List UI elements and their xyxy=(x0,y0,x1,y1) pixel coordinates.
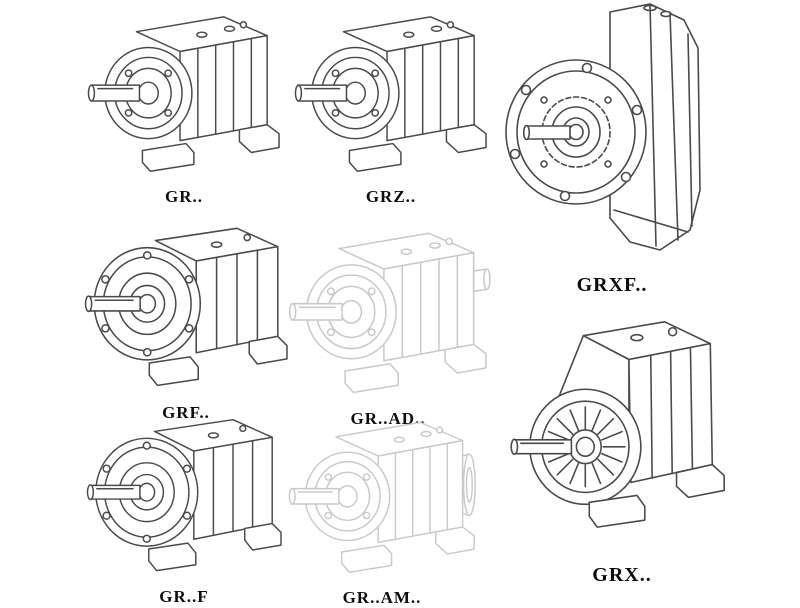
reducer-with-input-adapter-ghost-drawing xyxy=(288,232,491,394)
flange-foot-reducer-drawing xyxy=(84,227,288,387)
reducer-with-motor-flange-ghost-drawing xyxy=(288,421,476,573)
large-foot-mounted-reducer-drawing xyxy=(510,320,725,528)
figure-cell-gram: GR..AM.. xyxy=(286,408,478,608)
figure-cell-grxf: GRXF.. xyxy=(492,0,732,297)
figure-cell-grf: GRF.. xyxy=(84,212,288,423)
grx-label: GRX.. xyxy=(592,563,652,586)
gram-label: GR..AM.. xyxy=(342,587,422,607)
gr-label: GR.. xyxy=(165,187,203,207)
figure-cell-grz: GRZ.. xyxy=(292,2,490,207)
grz-label: GRZ.. xyxy=(365,187,417,207)
grad-label: GR..AD.. xyxy=(350,408,426,428)
figure-cell-grx: GRX.. xyxy=(498,296,746,587)
foot-mounted-reducer-drawing xyxy=(294,16,487,173)
figure-cell-grad: GR..AD.. xyxy=(286,218,491,429)
flange-mounted-reducer-front-drawing xyxy=(505,3,701,251)
grf-label: GRF.. xyxy=(162,402,210,422)
flange-foot-reducer-drawing xyxy=(86,418,282,572)
grxf-label: GRXF.. xyxy=(576,274,648,296)
foot-mounted-reducer-drawing xyxy=(87,16,280,173)
figure-cell-gr: GR.. xyxy=(85,2,283,207)
figure-cell-grf2: GR..F xyxy=(86,404,282,607)
grf2-label: GR..F xyxy=(159,587,209,607)
